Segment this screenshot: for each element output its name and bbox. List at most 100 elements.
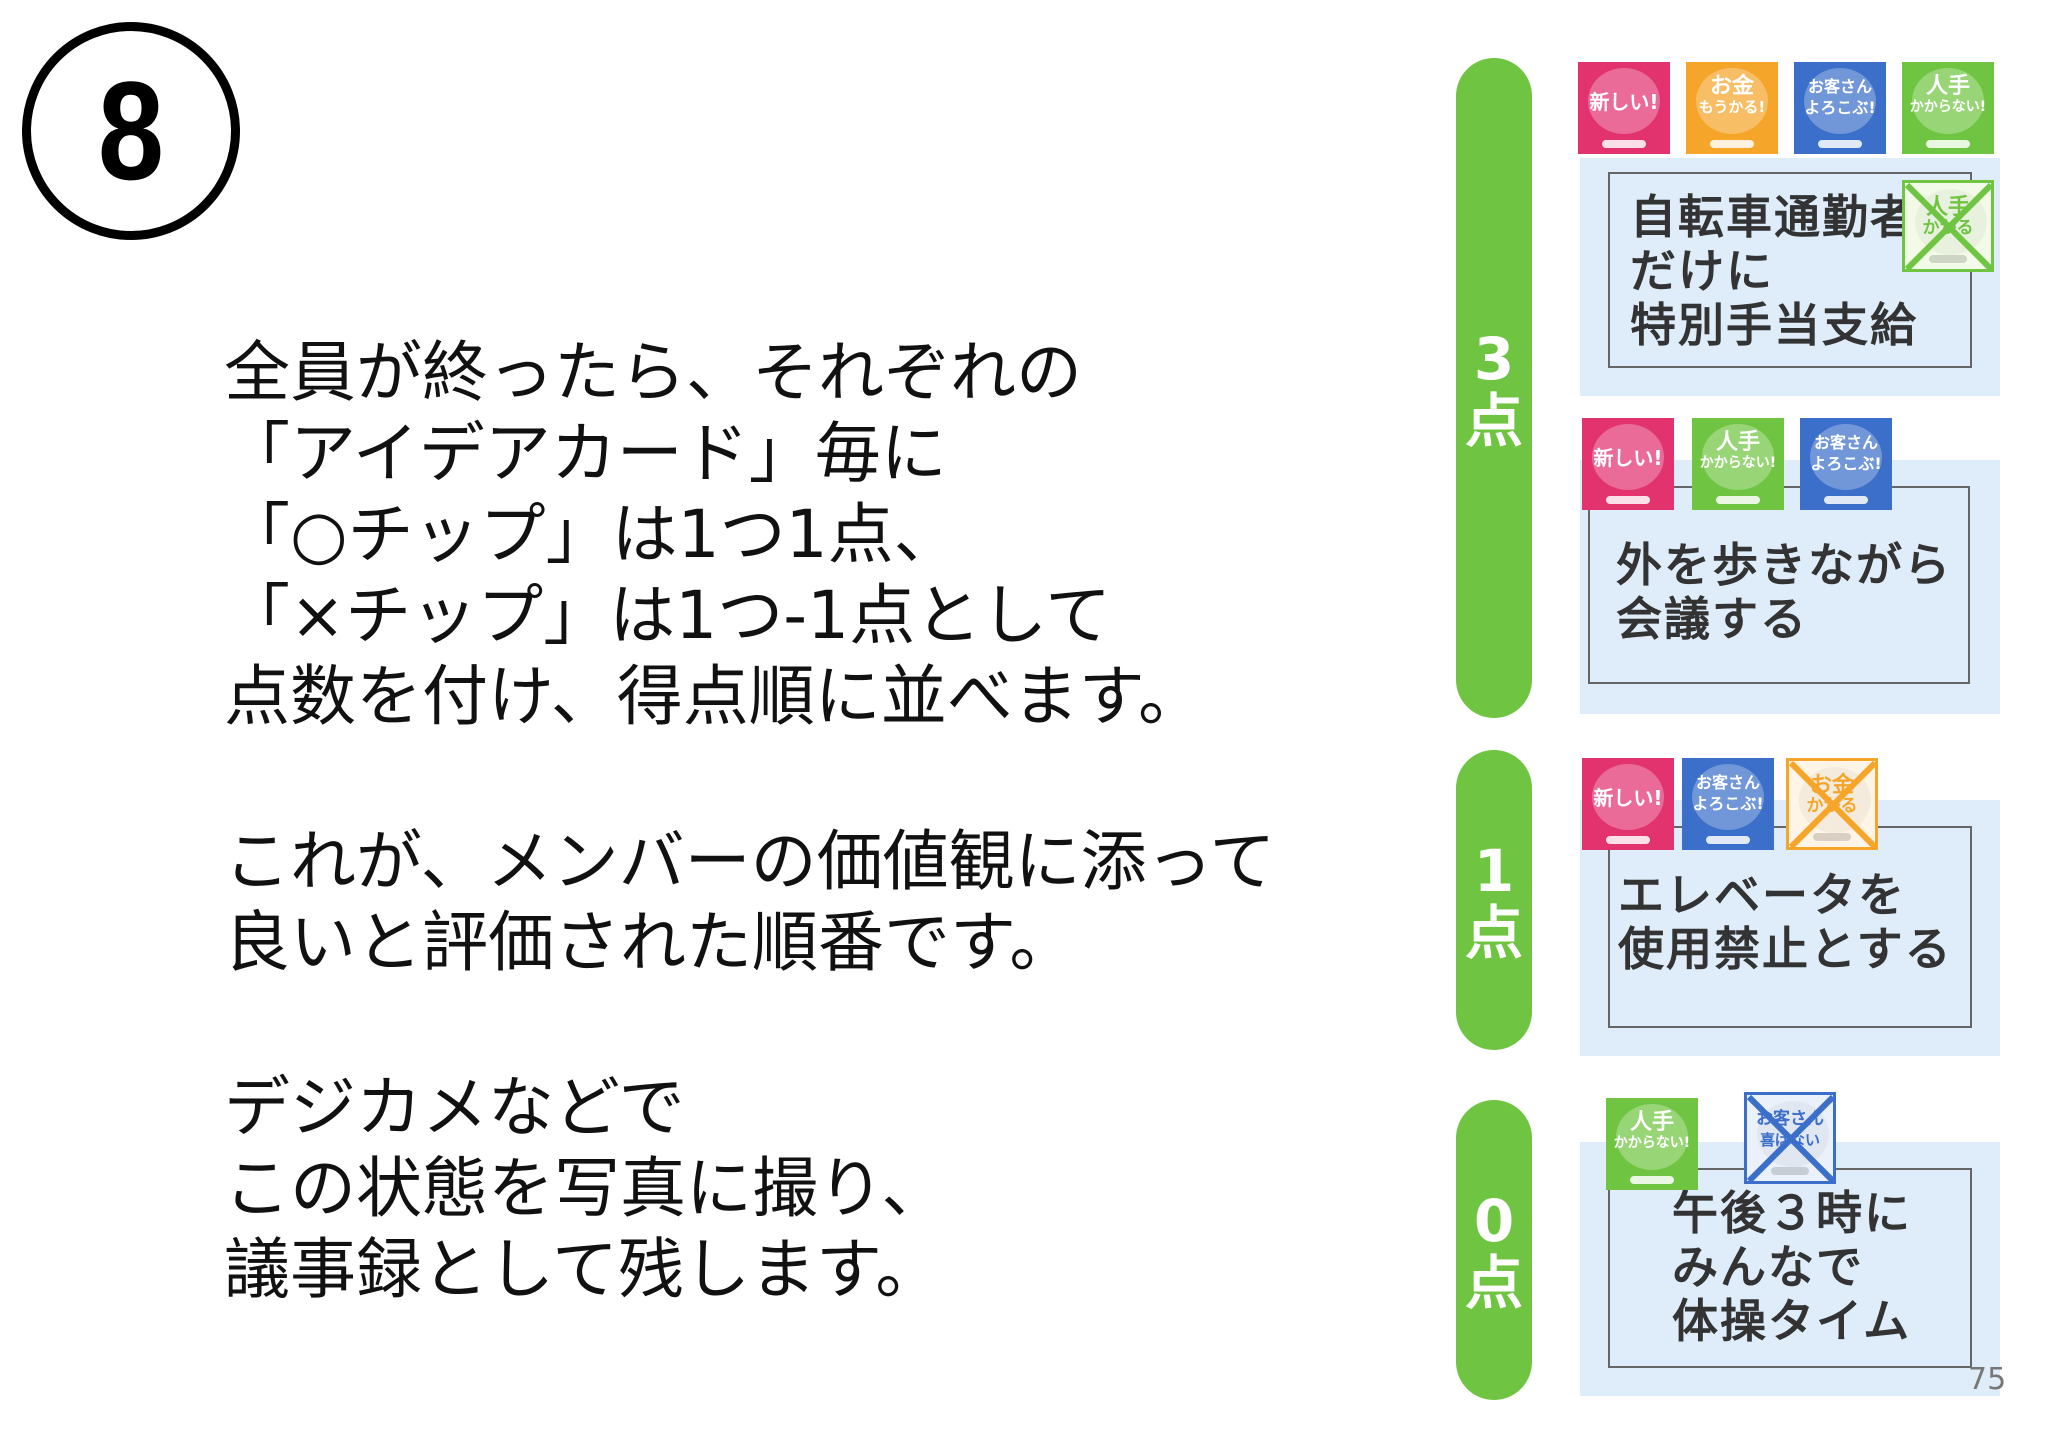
chip-label-line: お客さん	[1695, 773, 1760, 792]
chip-foot	[1606, 496, 1650, 504]
chip-label: お客さん よろこぶ!	[1794, 76, 1886, 118]
chip-people: 人手 かからない!	[1606, 1098, 1698, 1190]
chip-label-line: よろこぶ!	[1692, 794, 1764, 813]
instruction-text: 全員が終ったら、それぞれの 「アイデアカード」毎に 「○チップ」は1つ1点、 「…	[224, 332, 1424, 1394]
chip-label: 新しい!	[1582, 448, 1674, 469]
chip-new: 新しい!	[1578, 62, 1670, 154]
page-number: 75	[1968, 1362, 2007, 1397]
chip-label: 人手 かからない!	[1606, 1112, 1698, 1154]
score-label-text: 3点	[1465, 325, 1524, 455]
idea-card-line: 自転車通勤者	[1630, 190, 1918, 244]
chip-foot	[1926, 140, 1970, 148]
chip-label-line: もうかる!	[1698, 98, 1766, 116]
chip-label-line: かからない!	[1699, 455, 1777, 471]
chip-burst	[1592, 764, 1664, 830]
chip-label-line: かからない!	[1909, 99, 1987, 115]
chip-burst	[1588, 68, 1660, 134]
idea-card-text: 外を歩きながら 会議する	[1616, 538, 1952, 646]
instruction-line: 「アイデアカード」毎に	[224, 415, 947, 492]
chip-burst	[1696, 68, 1768, 134]
idea-card-line: 会議する	[1616, 592, 1808, 646]
score-label-text: 0点	[1465, 1187, 1524, 1317]
chip-foot	[1771, 1167, 1809, 1175]
chip-label-line: かからない!	[1613, 1135, 1691, 1151]
chip-label: 人手 かからない!	[1902, 76, 1994, 118]
chip-foot	[1602, 140, 1646, 148]
chip-label: 人手 かからない!	[1692, 432, 1784, 474]
score-bar-1	[1456, 750, 1532, 1050]
chip-label-line: お客さん	[1813, 433, 1878, 452]
idea-card-line: 使用禁止とする	[1618, 922, 1953, 976]
chip-label: お客さん よろこぶ!	[1800, 432, 1892, 474]
chip-label-line: 新しい!	[1593, 446, 1663, 470]
score-label-1: 1点	[1456, 840, 1532, 964]
score-label-0: 0点	[1456, 1190, 1532, 1314]
chip-money-x: お金 かかる	[1786, 758, 1878, 850]
chip-foot	[1813, 833, 1851, 841]
cross-mark-icon	[1789, 761, 1875, 847]
instruction-line: 「○チップ」は1つ1点、	[224, 496, 960, 573]
score-label-3: 3点	[1456, 328, 1532, 452]
chip-money: お金 もうかる!	[1686, 62, 1778, 154]
chip-burst	[1702, 424, 1774, 490]
step-number: 8	[97, 52, 165, 209]
step-number-badge: 8	[22, 22, 240, 240]
chip-customer: お客さん よろこぶ!	[1682, 758, 1774, 850]
idea-card-line: エレベータを	[1618, 868, 1906, 922]
chip-burst	[1810, 424, 1882, 490]
idea-card-line: 外を歩きながら	[1616, 538, 1952, 592]
chip-label-line: 人手	[1925, 74, 1970, 99]
chip-customer-x: お客さん 喜ばない	[1744, 1092, 1836, 1184]
chip-burst	[1912, 68, 1984, 134]
idea-card-line: 特別手当支給	[1630, 298, 1918, 352]
chip-label: お金 もうかる!	[1686, 76, 1778, 118]
idea-card-line: だけに	[1630, 244, 1774, 298]
idea-card-line: 午後３時に	[1672, 1186, 1912, 1240]
chip-foot	[1716, 496, 1760, 504]
idea-card-text: エレベータを 使用禁止とする	[1618, 868, 1953, 976]
chip-label-line: 新しい!	[1589, 90, 1659, 114]
chip-label-line: お客さん	[1807, 77, 1872, 96]
chip-label-line: よろこぶ!	[1804, 98, 1876, 117]
instruction-line: この状態を写真に撮り、	[224, 1150, 948, 1227]
chip-foot	[1606, 836, 1650, 844]
chip-label-line: よろこぶ!	[1810, 454, 1882, 473]
idea-card-text: 自転車通勤者 だけに 特別手当支給	[1630, 190, 1918, 352]
chip-foot	[1630, 1176, 1674, 1184]
chip-new: 新しい!	[1582, 418, 1674, 510]
chip-customer: お客さん よろこぶ!	[1800, 418, 1892, 510]
chip-foot	[1824, 496, 1868, 504]
chip-foot	[1818, 140, 1862, 148]
idea-card-text: 午後３時に みんなで 体操タイム	[1672, 1186, 1912, 1348]
instruction-paragraph: これが、メンバーの価値観に添って 良いと評価された順番です。	[224, 821, 1424, 983]
chip-label: お客さん よろこぶ!	[1682, 772, 1774, 814]
instruction-paragraph: 全員が終ったら、それぞれの 「アイデアカード」毎に 「○チップ」は1つ1点、 「…	[224, 332, 1424, 737]
chip-label-line: 人手	[1629, 1110, 1674, 1135]
instruction-line: これが、メンバーの価値観に添って	[224, 823, 1276, 900]
chip-foot	[1929, 255, 1967, 263]
instruction-line: 点数を付け、得点順に並べます。	[224, 658, 1205, 735]
score-bar-3	[1456, 58, 1532, 718]
score-label-text: 1点	[1465, 837, 1524, 967]
chip-people: 人手 かからない!	[1902, 62, 1994, 154]
instruction-line: 良いと評価された順番です。	[224, 904, 1076, 981]
idea-card-line: 体操タイム	[1672, 1294, 1912, 1348]
idea-card-line: みんなで	[1672, 1240, 1864, 1294]
instruction-line: 議事録として残します。	[224, 1231, 942, 1308]
chip-people-x: 人手 かかる	[1902, 180, 1994, 272]
cross-mark-icon	[1747, 1095, 1833, 1181]
chip-people: 人手 かからない!	[1692, 418, 1784, 510]
chip-label-line: 人手	[1715, 430, 1760, 455]
chip-label-line: お金	[1709, 74, 1754, 99]
chip-burst	[1692, 764, 1764, 830]
instruction-paragraph: デジカメなどで この状態を写真に撮り、 議事録として残します。	[224, 1067, 1424, 1310]
chip-new: 新しい!	[1582, 758, 1674, 850]
chip-label-line: 新しい!	[1593, 786, 1663, 810]
instruction-line: 全員が終ったら、それぞれの	[224, 334, 1082, 411]
cross-mark-icon	[1905, 183, 1991, 269]
chip-label: 新しい!	[1578, 92, 1670, 113]
score-bar-0	[1456, 1100, 1532, 1400]
chip-burst	[1616, 1104, 1688, 1170]
chip-burst	[1804, 68, 1876, 134]
chip-burst	[1592, 424, 1664, 490]
